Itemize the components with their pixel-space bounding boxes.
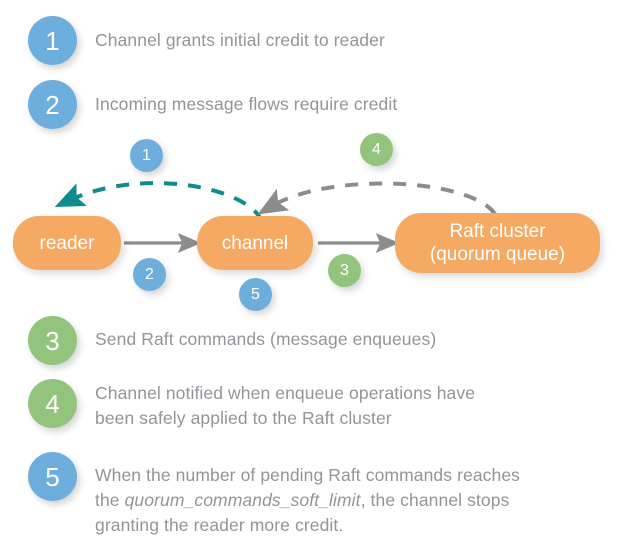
marker-1: 1 <box>130 139 163 172</box>
legend-text-1: Channel grants initial credit to reader <box>95 30 385 50</box>
marker-5: 5 <box>239 278 272 311</box>
legend-text-5-before: When the number of pending Raft commands… <box>95 465 521 510</box>
legend-bullet-3: 3 <box>28 316 77 365</box>
node-channel: channel <box>197 216 313 270</box>
legend-bullet-4: 4 <box>28 379 77 428</box>
marker-2: 2 <box>133 258 166 291</box>
legend-text-5: When the number of pending Raft commands… <box>95 438 620 538</box>
legend-bullet-2: 2 <box>28 80 77 129</box>
legend-text-2: Incoming message flows require credit <box>95 94 398 114</box>
marker-4: 4 <box>360 133 393 166</box>
node-reader: reader <box>13 216 121 270</box>
legend-text-5-after: , the channel stops granting the reader … <box>95 490 510 535</box>
node-raft-cluster: Raft cluster (quorum queue) <box>395 213 600 273</box>
legend-text-5-config-key: quorum_commands_soft_limit <box>124 490 361 510</box>
legend-text-3: Send Raft commands (message enqueues) <box>95 329 437 349</box>
legend-text-4: Channel notified when enqueue operations… <box>95 383 476 428</box>
edge-raft-to-channel-notify <box>257 181 497 216</box>
legend-bullet-1: 1 <box>28 16 77 65</box>
marker-3: 3 <box>328 254 361 287</box>
legend-bullet-5: 5 <box>28 452 77 501</box>
